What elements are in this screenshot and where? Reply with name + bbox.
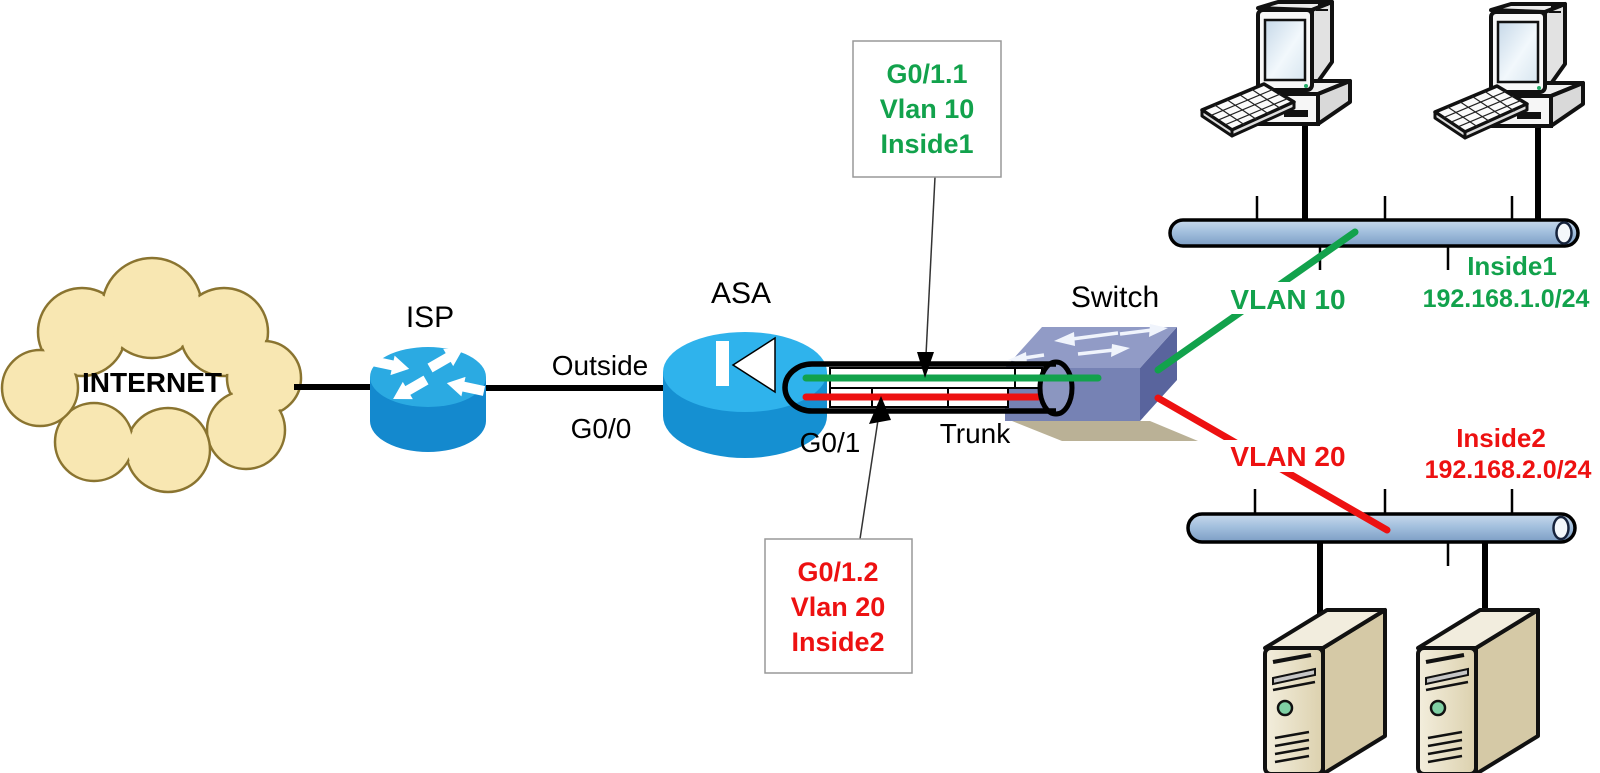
- inside1-segment: [1168, 0, 1585, 270]
- switch-arrows-icon: [1008, 324, 1168, 364]
- vlan10-callout: G0/1.1 Vlan 10 Inside1: [852, 40, 1002, 378]
- inside1-bus: [1168, 218, 1580, 248]
- callout2-line3: Inside2: [791, 627, 884, 657]
- asa-label: ASA: [711, 277, 771, 310]
- callout1-arrowhead: [917, 352, 934, 378]
- trunk-tube-opening: [1037, 359, 1075, 417]
- server1-icon: [1263, 608, 1387, 773]
- vlan20-link: VLAN 20: [1154, 394, 1391, 534]
- outside-interface-label: Outside: [552, 350, 649, 381]
- callout1-line2: Vlan 10: [880, 94, 975, 124]
- pc1-icon: [1200, 0, 1352, 138]
- vlan10-label: VLAN 10: [1230, 284, 1345, 315]
- g0-1-interface-label: G0/1: [800, 427, 861, 458]
- vlan20-callout: G0/1.2 Vlan 20 Inside2: [764, 396, 913, 674]
- inside1-subnet-label: 192.168.1.0/24: [1423, 285, 1590, 313]
- asa-triangle-glyph: [731, 336, 776, 394]
- inside2-name-label: Inside2: [1456, 423, 1546, 453]
- callout2-line2: Vlan 20: [791, 592, 886, 622]
- asa-bar-glyph: [716, 341, 729, 386]
- switch-label: Switch: [1071, 281, 1159, 314]
- vlan20-label: VLAN 20: [1230, 441, 1345, 472]
- vlan10-link: VLAN 10: [1154, 228, 1359, 374]
- inside2-segment: [1186, 489, 1577, 773]
- callout2-arrowhead: [869, 396, 891, 424]
- isp-label: ISP: [406, 301, 454, 334]
- isp-router-icon: [369, 340, 487, 452]
- callout2-line1: G0/1.2: [797, 557, 878, 587]
- switch-icon: [1005, 324, 1198, 441]
- inside2-subnet-label: 192.168.2.0/24: [1425, 456, 1592, 484]
- trunk-label: Trunk: [940, 418, 1012, 449]
- internet-cloud: INTERNET: [0, 256, 303, 494]
- callout1-line3: Inside1: [880, 129, 973, 159]
- pc2-icon: [1433, 2, 1585, 140]
- g0-0-interface-label: G0/0: [571, 413, 632, 444]
- server2-icon: [1416, 608, 1540, 773]
- inside1-name-label: Inside1: [1467, 251, 1557, 281]
- callout1-line1: G0/1.1: [886, 59, 967, 89]
- trunk-tube: [782, 359, 1102, 417]
- internet-label: INTERNET: [82, 367, 222, 398]
